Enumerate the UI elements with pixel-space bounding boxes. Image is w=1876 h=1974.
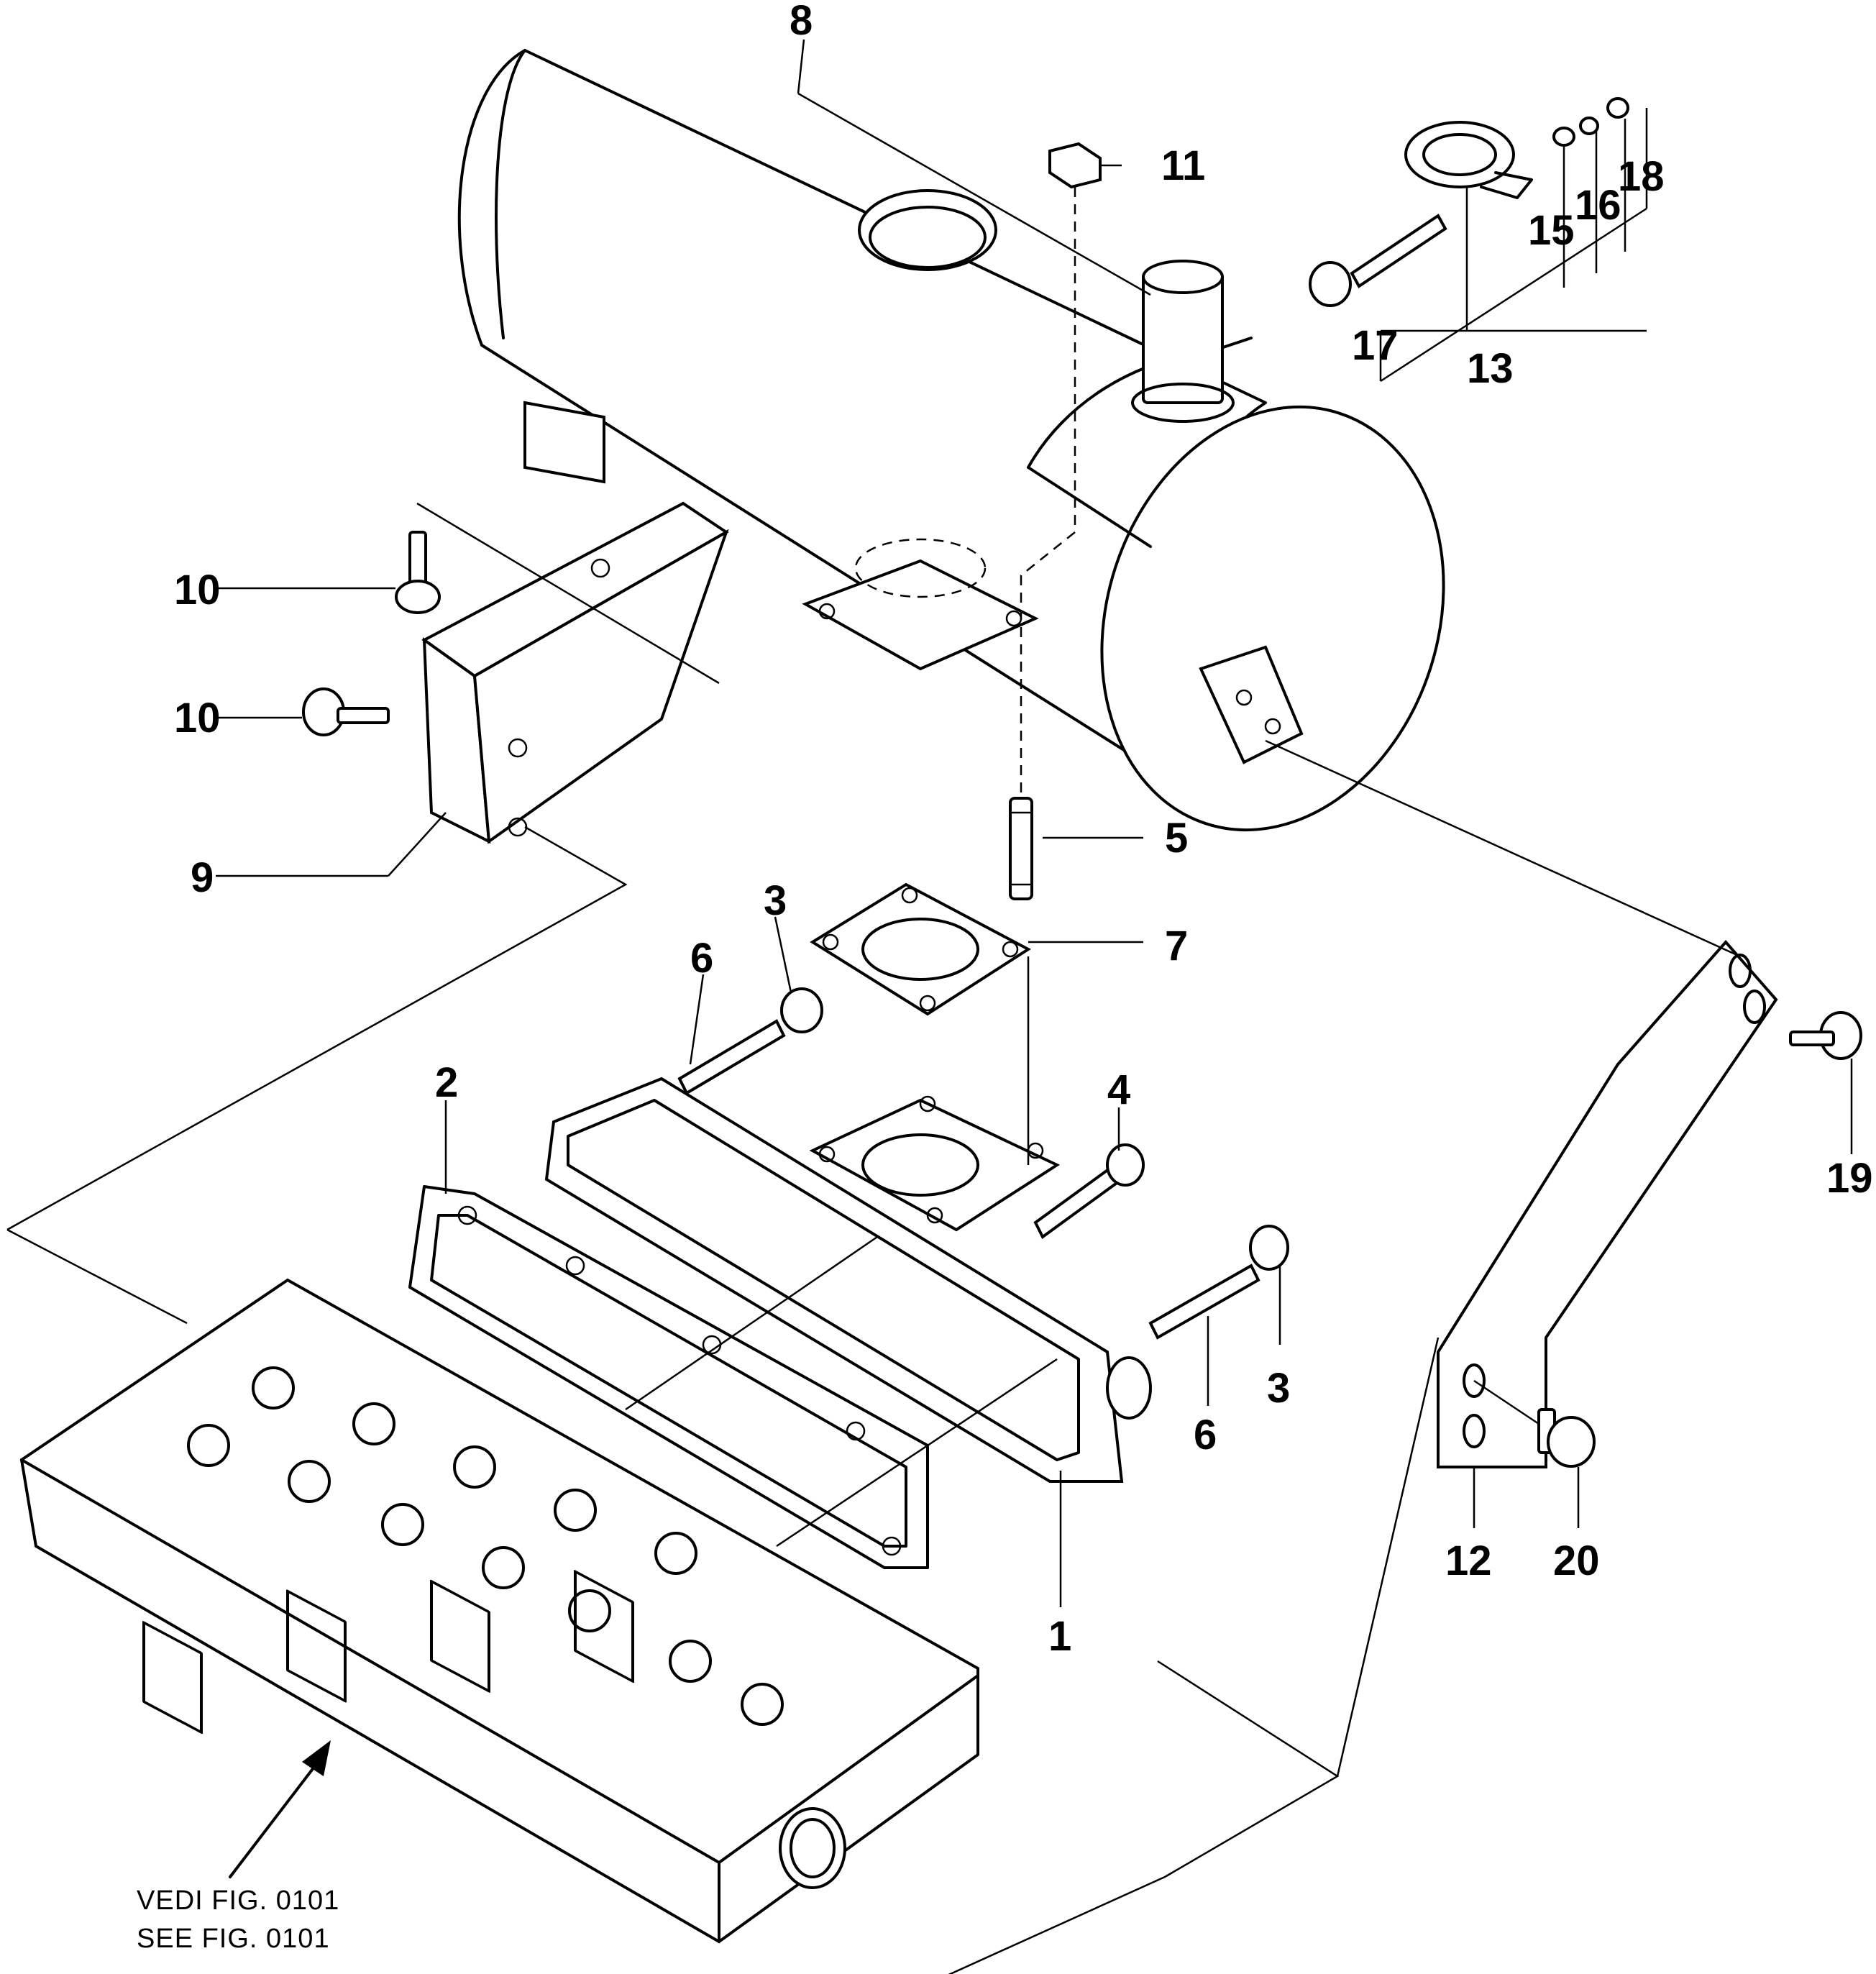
clamp-part-13 xyxy=(1404,121,1533,199)
leader-lines xyxy=(6,39,1853,1974)
bolt-part-4 xyxy=(1033,1143,1145,1240)
cylinder-head xyxy=(19,1278,979,1944)
nut-part-18 xyxy=(1606,97,1629,119)
callout-18: 18 xyxy=(1618,153,1665,200)
nut-part-3-lower xyxy=(1249,1225,1289,1271)
stud-part-6-upper xyxy=(677,1019,786,1095)
bolt-part-20 xyxy=(1537,1408,1596,1468)
bolt-part-10-lower xyxy=(302,687,390,736)
callout-7: 7 xyxy=(1165,923,1188,969)
callout-6-lower: 6 xyxy=(1194,1412,1217,1458)
callout-3-lower: 3 xyxy=(1267,1365,1290,1412)
callout-20: 20 xyxy=(1553,1537,1600,1584)
callout-3-upper: 3 xyxy=(764,877,787,924)
bolt-part-10-upper xyxy=(395,531,441,614)
reference-italian: VEDI FIG. 0101 xyxy=(137,1886,339,1916)
flange-gasket-part-7 xyxy=(810,882,1031,1016)
nut-part-11 xyxy=(1048,142,1102,189)
callout-12: 12 xyxy=(1445,1537,1492,1584)
callout-19: 19 xyxy=(1826,1155,1873,1202)
figure-reference: VEDI FIG. 0101 SEE FIG. 0101 xyxy=(137,1886,339,1954)
callout-labels: 8 11 18 16 15 17 13 10 10 5 9 3 7 6 2 4 … xyxy=(174,0,1873,1660)
exhaust-manifold-part-1 xyxy=(544,1077,1152,1483)
callout-15: 15 xyxy=(1528,207,1575,254)
muffler-part-8 xyxy=(457,49,1445,832)
callout-2: 2 xyxy=(435,1059,458,1106)
callout-16: 16 xyxy=(1575,182,1621,229)
callout-10-upper: 10 xyxy=(174,567,221,613)
callout-17: 17 xyxy=(1352,322,1399,369)
manifold-gasket-part-2 xyxy=(408,1185,929,1569)
lockwasher-part-16 xyxy=(1579,116,1599,135)
stud-part-5 xyxy=(1009,797,1033,900)
washer-part-15 xyxy=(1552,127,1575,147)
stud-part-6-lower xyxy=(1148,1264,1260,1340)
callout-9: 9 xyxy=(191,854,214,901)
callout-10-lower: 10 xyxy=(174,695,221,741)
reference-english: SEE FIG. 0101 xyxy=(137,1924,330,1954)
callout-13: 13 xyxy=(1467,345,1514,392)
callout-5: 5 xyxy=(1165,815,1188,862)
nut-part-3-upper xyxy=(780,987,823,1033)
callout-11: 11 xyxy=(1161,142,1205,189)
callout-1: 1 xyxy=(1048,1613,1071,1660)
support-bracket-part-12 xyxy=(1437,939,1778,1468)
callout-4: 4 xyxy=(1107,1066,1130,1113)
callout-8: 8 xyxy=(790,0,813,44)
muffler-bracket-part-9 xyxy=(421,501,729,844)
bolt-part-17 xyxy=(1309,214,1447,307)
bolt-part-19 xyxy=(1789,1011,1862,1060)
callout-6-upper: 6 xyxy=(690,935,713,982)
